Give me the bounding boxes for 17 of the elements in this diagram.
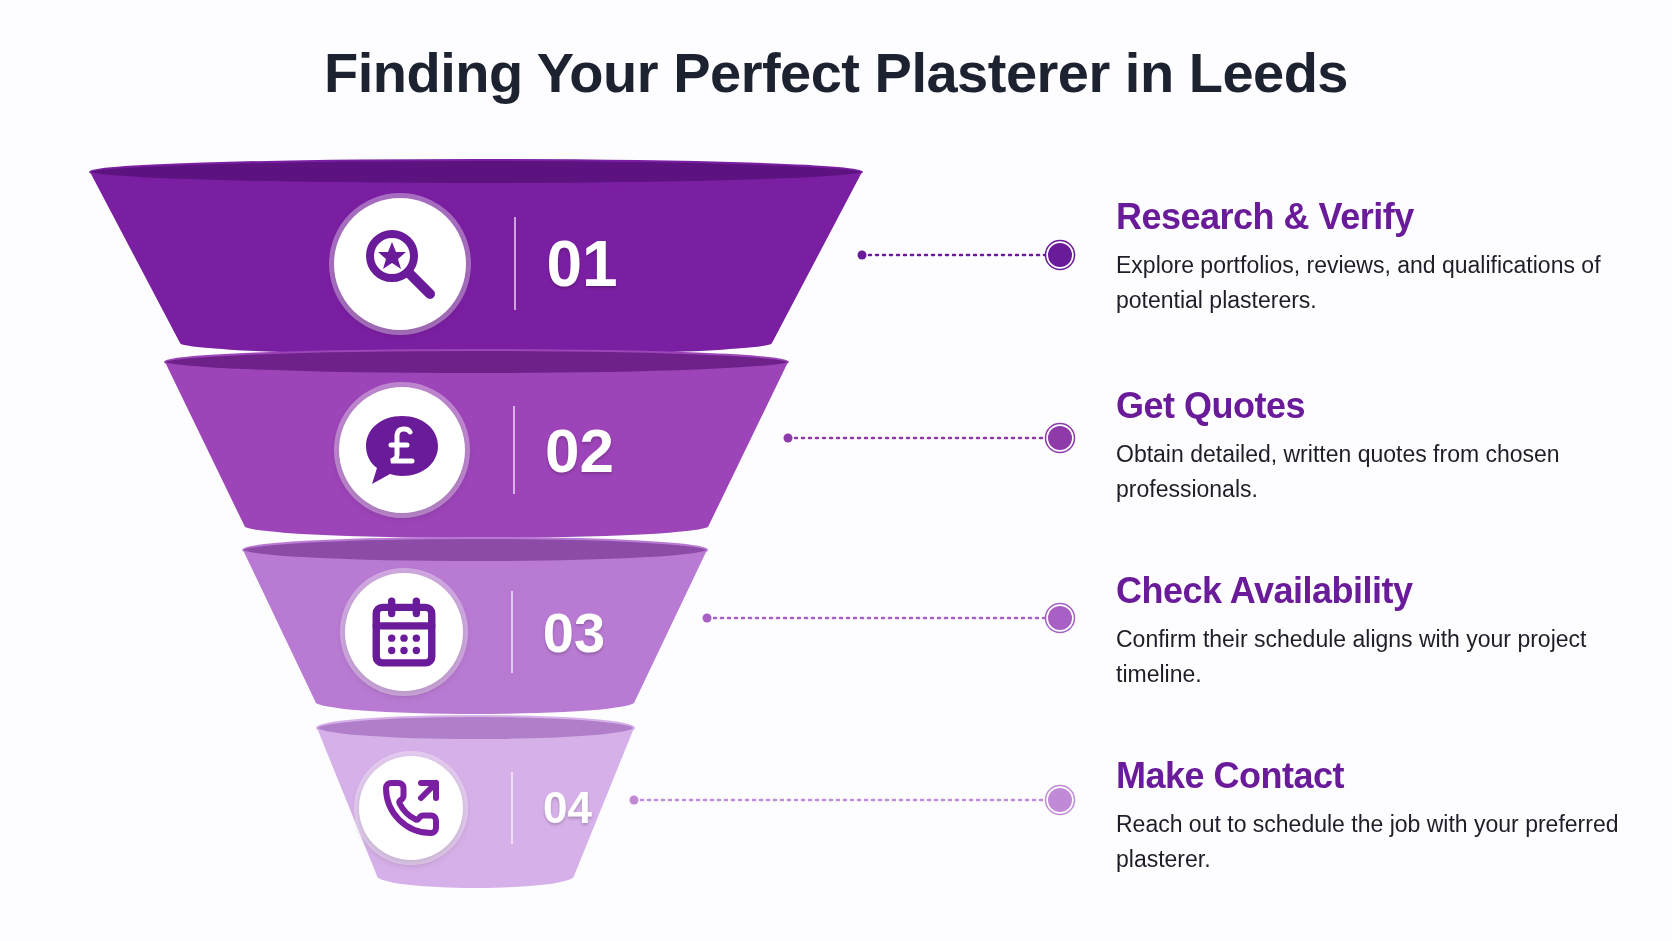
step-description: Confirm their schedule aligns with your project timeline. xyxy=(1116,625,1588,689)
title: Finding Your Perfect Plasterer in Leeds xyxy=(322,40,1349,105)
dotted-connector xyxy=(702,602,1077,634)
step-number: 04 xyxy=(543,783,592,833)
step-number: 01 xyxy=(546,226,618,301)
step-heading: Research & Verify xyxy=(1116,196,1415,238)
step-description: Obtain detailed, written quotes from chosen professionals. xyxy=(1116,440,1561,504)
step-number: 02 xyxy=(545,414,614,486)
step-heading: Get Quotes xyxy=(1116,385,1307,427)
step-heading: Check Availability xyxy=(1116,570,1414,612)
dotted-connector xyxy=(783,422,1077,454)
step-number: 03 xyxy=(542,599,606,665)
step-description: Explore portfolios, reviews, and qualifications of potential plasterers. xyxy=(1116,251,1602,315)
dotted-connector xyxy=(629,784,1077,816)
step-heading: Make Contact xyxy=(1116,755,1346,797)
dotted-connector xyxy=(857,239,1077,271)
step-description: Reach out to schedule the job with your preferred plasterer. xyxy=(1116,810,1620,874)
